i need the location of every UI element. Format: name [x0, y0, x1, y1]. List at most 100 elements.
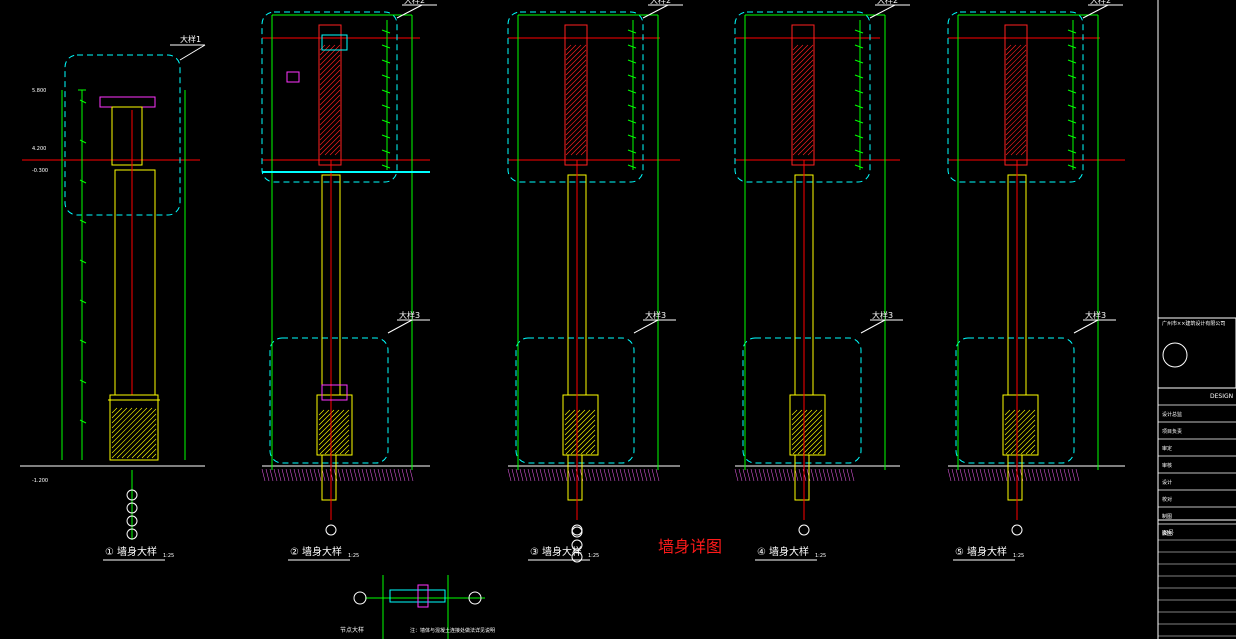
hatch-line	[575, 144, 587, 156]
axis-bubble	[1011, 524, 1023, 536]
ground-hatch	[734, 468, 739, 482]
hatch-line	[792, 124, 814, 146]
dim-tick	[381, 44, 391, 49]
wall-hatch	[565, 44, 587, 156]
ground-hatch	[635, 468, 640, 482]
hatch-line	[580, 149, 587, 156]
hatch-line	[802, 144, 814, 156]
hatch-line	[564, 409, 586, 431]
hatch-line	[1004, 419, 1036, 451]
ground-hatch	[1039, 468, 1044, 482]
ground-hatch	[770, 468, 775, 482]
ground-hatch	[595, 468, 600, 482]
ground-hatch	[746, 468, 751, 482]
dim-tick	[79, 139, 87, 144]
ground-hatch	[365, 468, 370, 482]
hatch-line	[319, 74, 341, 96]
ground-hatch	[963, 468, 968, 482]
hatch-line	[1010, 429, 1036, 455]
hatch-line	[565, 114, 587, 136]
dim-tick	[381, 104, 391, 109]
hatch-line	[111, 407, 148, 444]
ground-hatch	[377, 468, 382, 482]
hatch-line	[812, 444, 823, 455]
axis-bubble	[126, 489, 138, 501]
hatch-line	[1004, 409, 1016, 421]
ground-hatch	[959, 468, 964, 482]
callout-frame-1	[64, 54, 181, 216]
ground-hatch	[309, 468, 314, 482]
ground-hatch	[511, 468, 516, 482]
hatch-line	[1005, 49, 1027, 71]
hatch-line	[1005, 124, 1027, 146]
hatch-line	[1005, 424, 1036, 455]
hatch-line	[807, 149, 814, 156]
column-shaft	[114, 169, 156, 396]
ground-hatch	[305, 468, 310, 482]
dim-tick	[854, 29, 864, 34]
ground-hatch	[830, 468, 835, 482]
ground-hatch	[571, 468, 576, 482]
ground-hatch	[317, 468, 322, 482]
ground-hatch	[507, 468, 512, 482]
detail-scale: 1:25	[588, 553, 599, 559]
hatch-line	[318, 409, 340, 431]
hatch-line	[797, 139, 814, 156]
dim-tick	[79, 259, 87, 264]
ground-hatch	[261, 468, 266, 482]
column-upper	[111, 106, 143, 166]
title-row-label: 设计	[1162, 479, 1172, 486]
callout-frame-lower	[269, 337, 389, 464]
hatch-line	[791, 419, 823, 451]
axis-bubble	[126, 528, 138, 540]
hatch-line	[318, 419, 350, 451]
ground-hatch	[838, 468, 843, 482]
axis-bubble	[325, 524, 337, 536]
ground-hatch	[381, 468, 386, 482]
callout-label: 大样2	[877, 0, 898, 5]
hatch-line	[564, 409, 596, 441]
ground-hatch	[979, 468, 984, 482]
dim-tick	[79, 99, 87, 104]
ground-hatch	[269, 468, 274, 482]
hatch-line	[1010, 139, 1027, 156]
ground-hatch	[987, 468, 992, 482]
ground-hatch	[1031, 468, 1036, 482]
ground-hatch	[627, 468, 632, 482]
ground-hatch	[405, 468, 410, 482]
sill-hatch	[791, 409, 823, 455]
callout-label: 大样2	[404, 0, 425, 5]
hatch-line	[565, 84, 587, 106]
ground-hatch	[345, 468, 350, 482]
dim-tick	[381, 59, 391, 64]
hatch-line	[1015, 144, 1027, 156]
dim-tick	[381, 134, 391, 139]
ground-hatch	[1027, 468, 1032, 482]
ground-hatch	[273, 468, 278, 482]
hatch-line	[565, 104, 587, 126]
ground-hatch	[822, 468, 827, 482]
ground-hatch	[810, 468, 815, 482]
hatch-line	[792, 64, 814, 86]
hatch-line	[792, 104, 814, 126]
ground-hatch	[289, 468, 294, 482]
ground-hatch	[357, 468, 362, 482]
hatch-line	[111, 407, 123, 419]
ground-hatch	[301, 468, 306, 482]
hatch-line	[565, 134, 587, 156]
hatch-line	[1020, 149, 1027, 156]
hatch-line	[792, 44, 809, 61]
hatch-line	[565, 59, 587, 81]
hatch-line	[792, 84, 814, 106]
hatch-line	[1005, 44, 1012, 51]
hatch-line	[792, 69, 814, 91]
hatch-line	[564, 409, 571, 416]
dim-tick	[381, 149, 391, 154]
footing	[321, 454, 337, 501]
hatch-line	[146, 448, 157, 459]
title-row-label: 制图	[1162, 513, 1172, 520]
ground-hatch	[1011, 468, 1016, 482]
ground-hatch	[1059, 468, 1064, 482]
ground-hatch	[547, 468, 552, 482]
dim-tick	[627, 44, 637, 49]
